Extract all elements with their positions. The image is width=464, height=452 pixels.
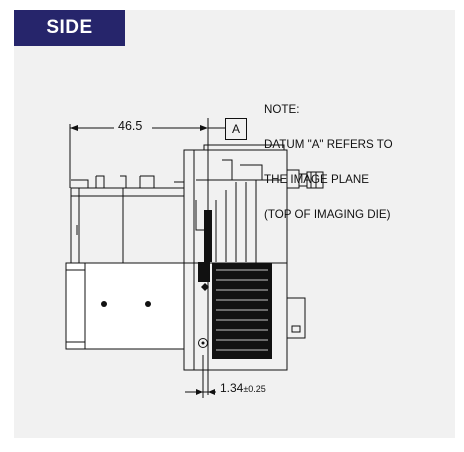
datum-a-box: A [225, 118, 247, 140]
note-line-2: DATUM "A" REFERS TO [264, 137, 393, 151]
datum-diamond-icon [201, 283, 209, 291]
note-line-3: THE IMAGE PLANE [264, 172, 370, 186]
note-line-1: NOTE: [264, 103, 300, 117]
view-label-badge: SIDE [14, 10, 125, 46]
drawing-panel [14, 10, 455, 438]
mounting-hole-body [198, 338, 208, 348]
mounting-hole-right [145, 301, 151, 307]
offset-tolerance: ±0.25 [243, 384, 266, 394]
sensor-body [183, 149, 288, 371]
overall-length-dimension: 46.5 [116, 119, 145, 133]
circuit-board-fill [212, 263, 272, 359]
offset-value: 1.34 [220, 381, 244, 395]
upper-housing [70, 187, 185, 264]
lower-housing [65, 262, 185, 350]
side-tab [286, 297, 306, 339]
offset-dimension: 1.34±0.25 [220, 381, 266, 395]
mounting-hole-left [101, 301, 107, 307]
datum-note: NOTE: DATUM "A" REFERS TO THE IMAGE PLAN… [264, 81, 444, 232]
note-line-4: (TOP OF IMAGING DIE) [264, 207, 391, 221]
